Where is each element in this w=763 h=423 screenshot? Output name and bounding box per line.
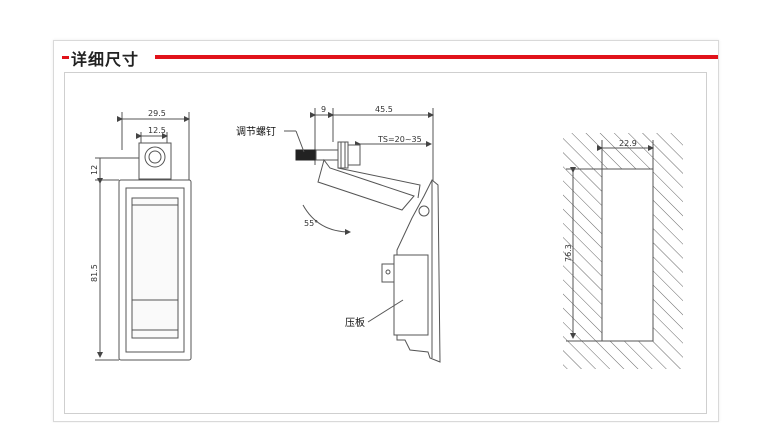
header-accent-right [155, 55, 718, 59]
label-adjusting-screw: 调节螺钉 [236, 126, 276, 138]
front-top-offset: 12 [90, 165, 99, 175]
header-accent-left [62, 56, 69, 59]
section-header: 详细尺寸 [53, 44, 718, 70]
side-dim-b: 45.5 [375, 105, 393, 114]
side-dim-a: 9 [321, 105, 326, 114]
side-angle: 55° [304, 219, 318, 228]
front-height: 81.5 [90, 264, 99, 282]
front-width-inner: 12.5 [148, 126, 166, 135]
front-width-total: 29.5 [148, 109, 166, 118]
cutout-height: 76.3 [564, 244, 573, 262]
side-ts-range: TS=20~35 [377, 135, 422, 144]
cutout-width: 22.9 [619, 139, 637, 148]
label-pressure-plate: 压板 [345, 316, 365, 329]
cutout-view [563, 133, 683, 369]
front-view [95, 112, 192, 361]
side-view [284, 108, 441, 363]
section-title: 详细尺寸 [71, 50, 140, 69]
